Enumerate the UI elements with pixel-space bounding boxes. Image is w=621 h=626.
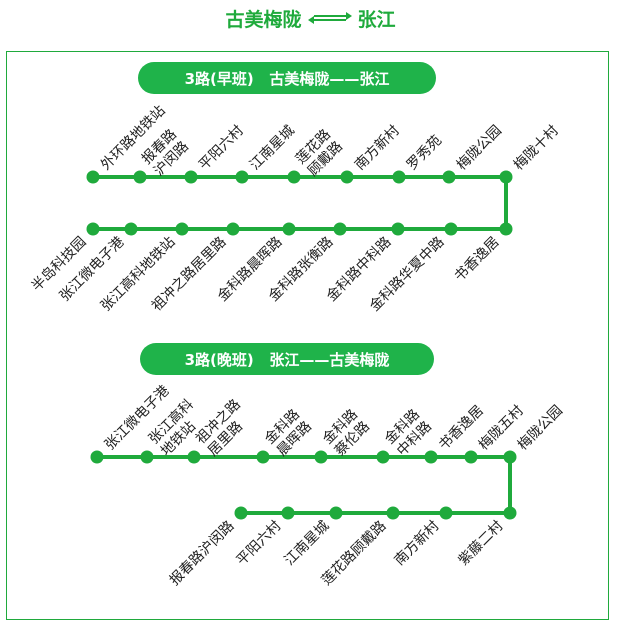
evening-stop-label: 平阳六村: [234, 518, 285, 569]
stop-name: 平阳六村: [196, 123, 247, 174]
stop-dot: [424, 450, 438, 464]
stop-dot: [499, 170, 513, 184]
stop-name: 书香逸居: [452, 234, 503, 285]
stop-name: 江南星城: [247, 123, 298, 174]
stop-dot: [340, 170, 354, 184]
stop-dot: [287, 170, 301, 184]
stop-dot: [386, 506, 400, 520]
stop-dot: [86, 170, 100, 184]
stop-name: 梅陇十村: [511, 123, 562, 174]
stop-dot: [226, 222, 240, 236]
morning-stop-label: 梅陇十村: [511, 123, 562, 174]
stop-dot: [444, 222, 458, 236]
route-map-frame: [6, 51, 609, 620]
stop-dot: [391, 222, 405, 236]
evening-stop-label: 祖冲之路居里路: [193, 397, 246, 460]
stop-dot: [464, 450, 478, 464]
evening-stop-label: 金科路晨晖路: [262, 406, 315, 459]
stop-name: 南方新村: [352, 123, 403, 174]
evening-stop-label: 江南星城: [282, 518, 333, 569]
stop-dot: [442, 170, 456, 184]
header-destination: 张江: [357, 8, 396, 31]
morning-stop-label: 平阳六村: [196, 123, 247, 174]
stop-dot: [376, 450, 390, 464]
evening-stop-label: 南方新村: [392, 518, 443, 569]
stop-dot: [175, 222, 189, 236]
stop-dot: [90, 450, 104, 464]
morning-stop-label: 书香逸居: [452, 234, 503, 285]
stop-dot: [124, 222, 138, 236]
stop-dot: [439, 506, 453, 520]
stop-name: 江南星城: [282, 518, 333, 569]
stop-dot: [333, 222, 347, 236]
route-header: 古美梅陇 张江: [0, 0, 621, 36]
stop-dot: [187, 450, 201, 464]
evening-stop-label: 紫藤二村: [456, 518, 507, 569]
stop-name: 梅陇公园: [454, 123, 505, 174]
stop-dot: [86, 222, 100, 236]
stop-dot: [184, 170, 198, 184]
stop-dot: [281, 506, 295, 520]
morning-stop-label: 江南星城: [247, 123, 298, 174]
stop-name: 南方新村: [392, 518, 443, 569]
stop-dot: [234, 506, 248, 520]
stop-name: 罗秀苑: [404, 132, 445, 173]
stop-dot: [282, 222, 296, 236]
morning-stop-label: 莲花路顾戴路: [293, 126, 346, 179]
stop-dot: [503, 506, 517, 520]
evening-route-title: 3路(晚班) 张江——古美梅陇: [140, 343, 434, 375]
evening-stop-label: 金科路中科路: [382, 406, 435, 459]
morning-stop-label: 南方新村: [352, 123, 403, 174]
morning-stop-label: 罗秀苑: [404, 132, 445, 173]
stop-dot: [140, 450, 154, 464]
stop-dot: [499, 222, 513, 236]
stop-name: 报春路沪闵路: [167, 518, 238, 589]
stop-dot: [235, 170, 249, 184]
stop-dot: [503, 450, 517, 464]
morning-stop-label: 梅陇公园: [454, 123, 505, 174]
stop-dot: [256, 450, 270, 464]
header-origin: 古美梅陇: [225, 8, 302, 31]
stop-dot: [133, 170, 147, 184]
morning-route-title: 3路(早班) 古美梅陇——张江: [138, 62, 436, 94]
stop-name: 紫藤二村: [456, 518, 507, 569]
stop-dot: [329, 506, 343, 520]
stop-dot: [314, 450, 328, 464]
evening-stop-label: 报春路沪闵路: [167, 518, 238, 589]
double-arrow-icon: [307, 12, 352, 24]
stop-dot: [392, 170, 406, 184]
stop-name: 平阳六村: [234, 518, 285, 569]
